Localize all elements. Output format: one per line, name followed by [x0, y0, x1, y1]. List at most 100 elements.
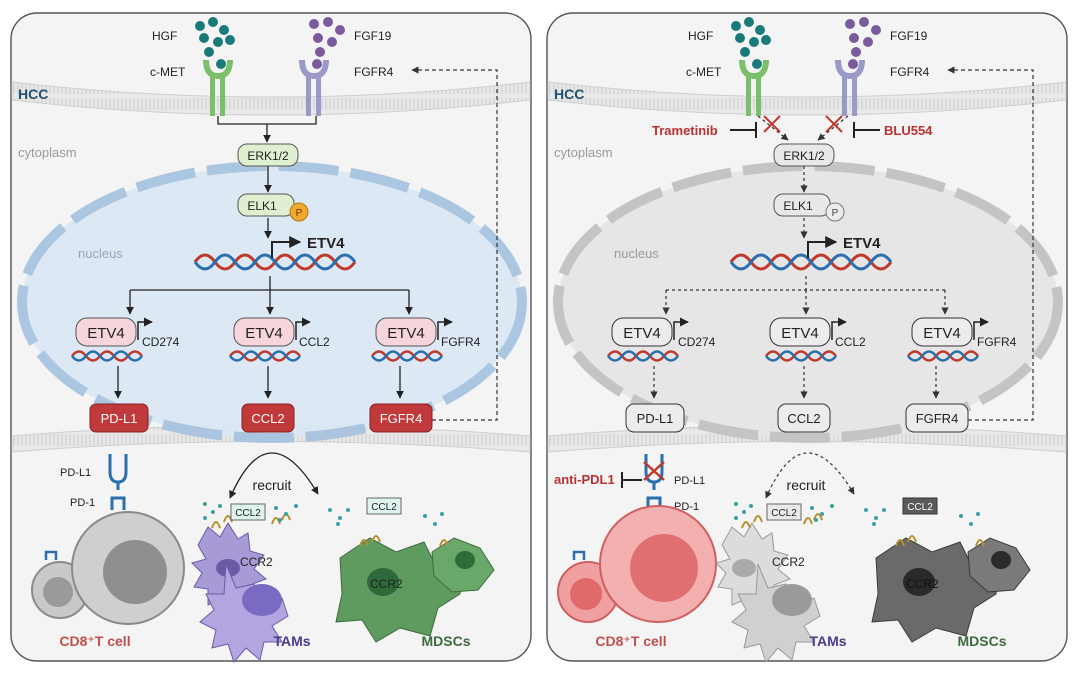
pd-l1-label: PD-L1: [674, 475, 705, 487]
mdsc-cell-icon: [335, 537, 495, 643]
pd-l1-receptor-icon: [108, 454, 128, 490]
hgf-ligand-icon: [195, 17, 235, 57]
nucleus-label: nucleus: [78, 246, 123, 261]
cell-membrane: [547, 81, 1067, 116]
recruit-label: recruit: [787, 477, 826, 493]
block-x-icon: [763, 115, 843, 133]
phospho-icon: [825, 202, 845, 222]
pd-l1-receptor-icon: [644, 454, 664, 490]
etv4-ccl2-node: ETV4 CCL2: [765, 317, 866, 362]
mdsc-ccl2-tag: CCL2: [366, 497, 402, 515]
anti-pdl1-label: anti-PDL1: [554, 472, 615, 487]
svg-text:P: P: [832, 208, 839, 219]
ccl2-dots-icon: [203, 502, 298, 522]
cd8-t-cell-icon: [31, 511, 185, 625]
c-met-receptor-icon: [739, 59, 769, 116]
svg-text:CCL2: CCL2: [835, 335, 866, 349]
blocked-fgfr4-arrow: [817, 115, 849, 141]
fgfr4-product: FGFR4: [905, 403, 969, 433]
svg-text:P: P: [296, 208, 303, 219]
pd-l1-product: PD-L1: [89, 403, 149, 433]
svg-text:ETV4: ETV4: [623, 325, 661, 342]
svg-text:ETV4: ETV4: [923, 325, 961, 342]
svg-text:CCL2: CCL2: [787, 411, 820, 426]
ccr2-label: CCR2: [772, 555, 805, 569]
svg-text:ETV4: ETV4: [87, 325, 125, 342]
erk-node: ERK1/2: [237, 143, 299, 167]
right-panel: HCC cytoplasm nucleus HGF FGF19 c-MET FG…: [546, 12, 1068, 663]
mdsc-ccl2-tag: CCL2: [902, 497, 938, 515]
tams-label: TAMs: [273, 633, 310, 649]
fgfr4-label: FGFR4: [354, 65, 394, 79]
hgf-label: HGF: [688, 29, 713, 43]
etv4-ccl2-node: ETV4 CCL2: [229, 317, 330, 362]
svg-text:ETV4: ETV4: [387, 325, 425, 342]
svg-text:ERK1/2: ERK1/2: [783, 149, 825, 163]
mdsc-cell-icon: [871, 537, 1031, 643]
etv4-cd274-node: ETV4 CD274: [71, 317, 180, 362]
svg-text:CCL2: CCL2: [235, 508, 261, 519]
svg-text:ERK1/2: ERK1/2: [247, 149, 289, 163]
hgf-label: HGF: [152, 29, 177, 43]
svg-text:ETV4: ETV4: [245, 325, 283, 342]
svg-text:CCL2: CCL2: [371, 502, 397, 513]
svg-text:PD-L1: PD-L1: [637, 411, 674, 426]
blu554-label: BLU554: [884, 123, 933, 138]
fgf19-label: FGF19: [354, 29, 392, 43]
anti-pdl1-bar-icon: [621, 472, 642, 488]
inhibit-bar-icon: [730, 122, 880, 138]
nucleus-envelope: [17, 161, 527, 443]
svg-text:CD274: CD274: [142, 335, 180, 349]
svg-text:ELK1: ELK1: [247, 199, 277, 213]
svg-text:ETV4: ETV4: [781, 325, 819, 342]
mdsc-ccl2-dots-icon: [864, 508, 980, 526]
pd-1-receptor-icon: [110, 496, 126, 510]
fgfr4-product: FGFR4: [369, 403, 433, 433]
svg-text:CCL2: CCL2: [299, 335, 330, 349]
fgfr4-feedback-arrow: [411, 66, 498, 421]
pd-1-receptor-icon: [646, 496, 662, 510]
mdscs-label: MDSCs: [421, 633, 470, 649]
c-met-receptor-icon: [203, 59, 233, 116]
trametinib-label: Trametinib: [652, 123, 718, 138]
fgf19-label: FGF19: [890, 29, 928, 43]
cytoplasm-label: cytoplasm: [554, 145, 613, 160]
pd-1-label: PD-1: [70, 497, 95, 509]
etv4-gene-label: ETV4: [307, 235, 345, 252]
cytoplasm-label: cytoplasm: [18, 145, 77, 160]
etv4-fgfr4-node: ETV4 FGFR4: [907, 317, 1017, 362]
nucleus-envelope: [553, 161, 1063, 443]
tams-label: TAMs: [809, 633, 846, 649]
ccl2-tag: CCL2: [230, 503, 266, 521]
receptor-merge-line: [217, 116, 317, 142]
recruit-arrow: [765, 452, 855, 499]
anti-pdl1-block-icon: [643, 461, 665, 481]
pd-l1-label: PD-L1: [60, 467, 91, 479]
svg-text:FGFR4: FGFR4: [916, 411, 959, 426]
cd8-t-cell-icon: [557, 505, 717, 623]
ccr2-receptor-icon: [741, 513, 823, 529]
svg-text:CCL2: CCL2: [907, 502, 933, 513]
ccr2-label: CCR2: [240, 555, 273, 569]
elk1-node: ELK1 P: [237, 193, 309, 222]
svg-text:CCL2: CCL2: [251, 411, 284, 426]
nucleus-label: nucleus: [614, 246, 659, 261]
fgfr4-label: FGFR4: [890, 65, 930, 79]
etv4-cd274-node: ETV4 CD274: [607, 317, 716, 362]
ccl2-product: CCL2: [241, 403, 295, 433]
c-met-label: c-MET: [686, 65, 722, 79]
mdsc-ccr2-label: CCR2: [906, 577, 939, 591]
recruit-label: recruit: [253, 477, 292, 493]
cell-membrane: [11, 81, 531, 116]
ccl2-tag: CCL2: [766, 503, 802, 521]
mdscs-label: MDSCs: [957, 633, 1006, 649]
fgfr4-receptor-icon: [299, 59, 329, 116]
tam-cell-icon: [715, 522, 821, 663]
etv4-dna-icon: [193, 236, 357, 271]
svg-text:FGFR4: FGFR4: [441, 335, 481, 349]
etv4-dna-icon: [729, 236, 893, 271]
mdsc-ccr2-icon: [895, 535, 985, 547]
hcc-label: HCC: [554, 86, 584, 102]
cd8-t-cell-label: CD8⁺T cell: [595, 633, 666, 649]
svg-text:PD-L1: PD-L1: [101, 411, 138, 426]
